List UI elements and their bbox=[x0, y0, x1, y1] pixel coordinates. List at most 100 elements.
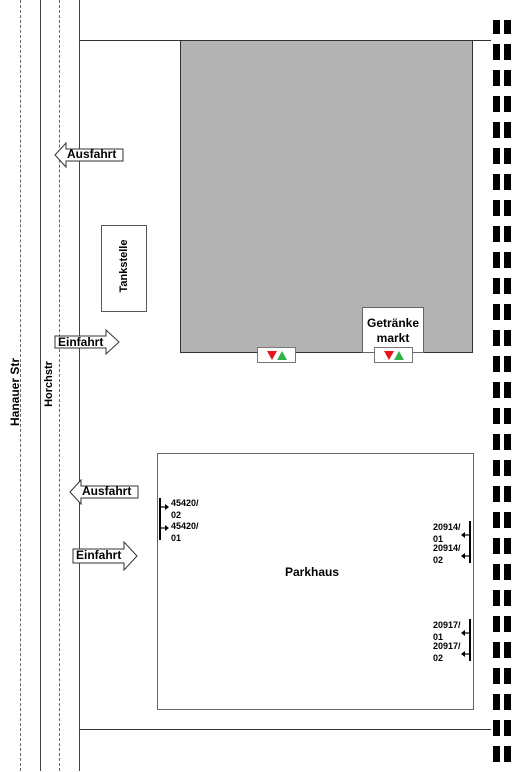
rail-gap bbox=[504, 528, 511, 538]
rail-gap bbox=[493, 320, 500, 330]
rail-gap bbox=[504, 684, 511, 694]
rail-gap bbox=[493, 710, 500, 720]
rail-gap bbox=[493, 372, 500, 382]
rail-gap bbox=[504, 112, 511, 122]
rail-gap bbox=[504, 190, 511, 200]
ausfahrt-label-top: Ausfahrt bbox=[67, 147, 117, 161]
getraenkemarkt-box: Getränke markt bbox=[362, 307, 424, 353]
rail-gap bbox=[504, 294, 511, 304]
einfahrt-arrow-bottom-icon bbox=[72, 541, 138, 571]
einfahrt-label-bottom: Einfahrt bbox=[76, 548, 122, 562]
code-label-right-4: 20917/ 02 bbox=[433, 641, 461, 663]
signal-triangles-icon bbox=[384, 351, 404, 360]
street-name-horch: Horchstr bbox=[43, 361, 55, 407]
rail-gap bbox=[493, 164, 500, 174]
arrow-left-icon bbox=[461, 553, 470, 559]
horch-road-edge bbox=[79, 0, 80, 771]
rail-gap bbox=[493, 502, 500, 512]
rail-gap bbox=[504, 632, 511, 642]
rail-gap bbox=[504, 710, 511, 720]
rail-gap bbox=[504, 580, 511, 590]
rail-gap bbox=[504, 164, 511, 174]
rail-gap bbox=[504, 242, 511, 252]
rail-gap bbox=[493, 60, 500, 70]
rail-gap bbox=[504, 372, 511, 382]
rail-gap bbox=[504, 658, 511, 668]
code-label-right-3: 20917/ 01 bbox=[433, 620, 461, 642]
rail-right bbox=[504, 20, 511, 771]
rail-gap bbox=[493, 658, 500, 668]
rail-gap bbox=[504, 450, 511, 460]
rail-gap bbox=[504, 398, 511, 408]
einfahrt-arrow-top-icon bbox=[54, 329, 120, 355]
rail-gap bbox=[493, 580, 500, 590]
rail-gap bbox=[504, 762, 511, 772]
rail-gap bbox=[504, 138, 511, 148]
ausfahrt-arrow-bottom-icon bbox=[69, 479, 139, 505]
arrow-left-icon bbox=[461, 651, 470, 657]
rail-gap bbox=[493, 294, 500, 304]
ausfahrt-label-bottom: Ausfahrt bbox=[82, 484, 132, 498]
tankstelle-label: Tankstelle bbox=[118, 239, 130, 293]
left-marker-bar bbox=[159, 498, 161, 540]
rail-gap bbox=[493, 398, 500, 408]
rail-gap bbox=[504, 320, 511, 330]
rail-gap bbox=[504, 60, 511, 70]
parkhaus-box bbox=[157, 453, 474, 710]
rail-gap bbox=[493, 450, 500, 460]
rail-gap bbox=[493, 138, 500, 148]
railway-track bbox=[491, 20, 513, 772]
code-label-right-2: 20914/ 02 bbox=[433, 543, 461, 565]
rail-gap bbox=[493, 606, 500, 616]
rail-gap bbox=[493, 268, 500, 278]
main-building bbox=[180, 40, 473, 353]
horch-road-center bbox=[59, 0, 60, 771]
rail-gap bbox=[504, 268, 511, 278]
rail-gap bbox=[504, 216, 511, 226]
code-label-left-2: 45420/ 01 bbox=[171, 521, 199, 543]
arrow-right-icon bbox=[160, 504, 169, 510]
rail-gap bbox=[504, 34, 511, 44]
street-name-hanauer: Hanauer Str bbox=[8, 357, 22, 427]
rail-gap bbox=[493, 346, 500, 356]
arrow-left-icon bbox=[461, 532, 470, 538]
right-marker-bar-1 bbox=[469, 521, 471, 563]
signal-triangles-icon bbox=[267, 351, 287, 360]
rail-gap bbox=[504, 86, 511, 96]
right-marker-bar-2 bbox=[469, 619, 471, 661]
einfahrt-label-top: Einfahrt bbox=[58, 335, 104, 349]
arrow-right-icon bbox=[160, 525, 169, 531]
getraenkemarkt-label: Getränke markt bbox=[366, 316, 420, 345]
rail-gap bbox=[493, 86, 500, 96]
rail-gap bbox=[493, 216, 500, 226]
rail-gap bbox=[504, 476, 511, 486]
rail-gap bbox=[493, 632, 500, 642]
rail-gap bbox=[493, 762, 500, 772]
rail-gap bbox=[504, 606, 511, 616]
rail-gap bbox=[504, 554, 511, 564]
parkhaus-label: Parkhaus bbox=[285, 565, 340, 579]
rail-gap bbox=[493, 112, 500, 122]
rail-gap bbox=[504, 736, 511, 746]
rail-gap bbox=[493, 242, 500, 252]
rail-left bbox=[493, 20, 500, 771]
rail-gap bbox=[493, 684, 500, 694]
arrow-left-icon bbox=[461, 630, 470, 636]
hanauer-road-edge-right bbox=[40, 0, 41, 771]
hanauer-road-edge bbox=[20, 0, 21, 771]
rail-gap bbox=[493, 736, 500, 746]
rail-gap bbox=[504, 346, 511, 356]
rail-gap bbox=[493, 528, 500, 538]
signal-sign-left bbox=[257, 347, 296, 363]
rail-gap bbox=[493, 476, 500, 486]
rail-gap bbox=[493, 424, 500, 434]
tankstelle-box: Tankstelle bbox=[101, 225, 147, 312]
ausfahrt-arrow-top-icon bbox=[54, 142, 124, 168]
code-label-left-1: 45420/ 02 bbox=[171, 498, 199, 520]
signal-sign-right bbox=[374, 347, 413, 363]
rail-gap bbox=[504, 424, 511, 434]
code-label-right-1: 20914/ 01 bbox=[433, 522, 461, 544]
rail-gap bbox=[493, 554, 500, 564]
rail-gap bbox=[493, 190, 500, 200]
rail-gap bbox=[504, 502, 511, 512]
